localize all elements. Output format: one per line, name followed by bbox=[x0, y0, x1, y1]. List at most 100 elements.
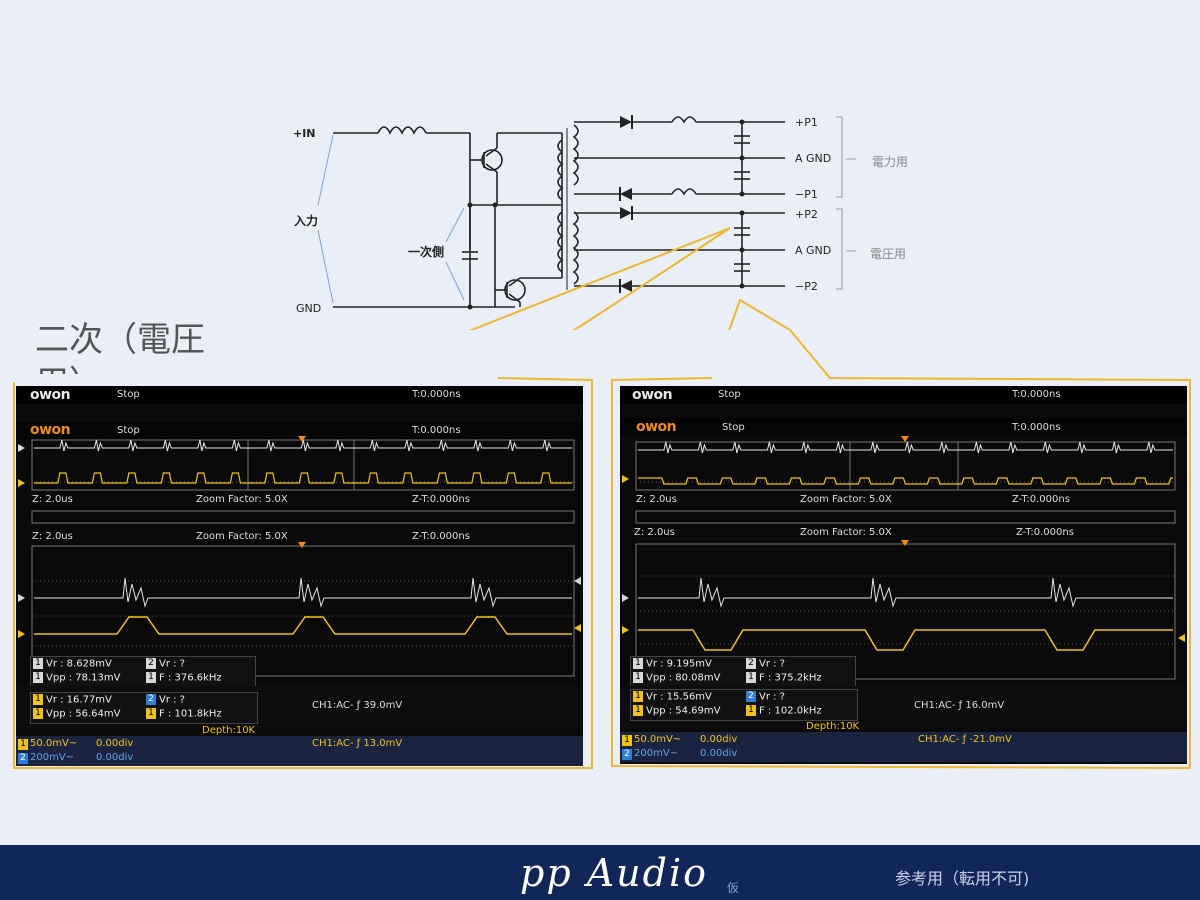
ch1-badge-icon: 1 bbox=[633, 658, 643, 669]
ch2-scale: 200mV~ bbox=[634, 748, 679, 759]
ch1-offset: 0.00div bbox=[96, 738, 134, 749]
ch1-scale: 50.0mV~ bbox=[30, 738, 78, 749]
scope-screenshot-left: owon Stop T:0.000ns owon Stop T:0.000ns bbox=[16, 386, 583, 766]
footer-small-text: 仮 bbox=[727, 881, 740, 895]
meas-vr1: Vr : 16.77mV bbox=[46, 694, 112, 706]
ch2-badge-icon: 2 bbox=[746, 691, 756, 702]
zoom-z-back: Z: 2.0us bbox=[32, 494, 73, 505]
ch1-scale: 50.0mV~ bbox=[634, 734, 682, 745]
ch2-badge-icon: 2 bbox=[146, 658, 156, 669]
scope-run-state-back: Stop bbox=[117, 389, 140, 400]
footer-note: 参考用（転用不可) bbox=[895, 869, 1030, 888]
trigger-status: CH1:AC- ƒ 13.0mV bbox=[312, 738, 403, 749]
channel-status-bar bbox=[16, 736, 583, 766]
ch1-badge-icon: 1 bbox=[746, 705, 756, 716]
zoom-zt-back: Z-T:0.000ns bbox=[412, 494, 470, 505]
ch2-badge-icon: 2 bbox=[146, 694, 156, 705]
meas-freq: F : 102.0kHz bbox=[759, 705, 822, 717]
scope-top-bar bbox=[16, 422, 583, 440]
zoom-factor-back: Zoom Factor: 5.0X bbox=[800, 494, 892, 505]
ch1-offset: 0.00div bbox=[700, 734, 738, 745]
ch1-badge-icon: 1 bbox=[33, 694, 43, 705]
label-p1: +P1 bbox=[795, 116, 818, 129]
ch2-badge-icon: 2 bbox=[18, 753, 28, 764]
ch1-badge-icon: 1 bbox=[33, 672, 43, 683]
label-p2: +P2 bbox=[795, 208, 818, 221]
meas-vr1-back: Vr : 9.195mV bbox=[646, 658, 712, 670]
callout-frames bbox=[13, 329, 1191, 770]
meas-vpp-back: Vpp : 78.13mV bbox=[46, 672, 121, 684]
scope-run-state-back: Stop bbox=[718, 389, 741, 400]
zoom-factor: Zoom Factor: 5.0X bbox=[800, 527, 892, 538]
scope-brand: owon bbox=[30, 422, 71, 438]
zoom-zt-back: Z-T:0.000ns bbox=[1012, 494, 1070, 505]
ch2-offset: 0.00div bbox=[96, 752, 134, 763]
zoom-zt: Z-T:0.000ns bbox=[1016, 527, 1074, 538]
scope-run-state: Stop bbox=[117, 425, 140, 436]
footer-brand-logo: pp Audio bbox=[520, 851, 709, 895]
scope-brand: owon bbox=[636, 419, 677, 435]
ch1-badge-icon: 1 bbox=[18, 739, 28, 750]
scope-top-bar-back bbox=[16, 386, 583, 404]
ch1-badge-icon: 1 bbox=[146, 708, 156, 719]
trigger-back: CH1:AC- ƒ 16.0mV bbox=[914, 700, 1005, 711]
footer-bar: pp Audio 仮 参考用（転用不可) bbox=[0, 845, 1200, 900]
label-group-power: 電力用 bbox=[872, 155, 909, 169]
label-gnd: GND bbox=[296, 302, 322, 315]
meas-vr2-back: Vr : ? bbox=[159, 658, 185, 670]
ch1-badge-icon: 1 bbox=[633, 691, 643, 702]
ch1-badge-icon: 1 bbox=[33, 658, 43, 669]
scope-traces bbox=[18, 436, 581, 677]
label-input: 入力 bbox=[294, 214, 319, 228]
ch2-badge-icon: 2 bbox=[622, 749, 632, 760]
meas-vr2: Vr : ? bbox=[159, 694, 185, 706]
scope-trig-time: T:0.000ns bbox=[412, 425, 461, 436]
meas-freq-back: F : 376.6kHz bbox=[159, 672, 222, 684]
ch1-badge-icon: 1 bbox=[622, 735, 632, 746]
scope-top-bar bbox=[620, 418, 1187, 436]
meas-vr2: Vr : ? bbox=[759, 691, 785, 703]
ch1-badge-icon: 1 bbox=[633, 672, 643, 683]
zoom-factor: Zoom Factor: 5.0X bbox=[196, 531, 288, 542]
ch2-offset: 0.00div bbox=[700, 748, 738, 759]
channel-status-bar bbox=[620, 732, 1187, 762]
ch1-badge-icon: 1 bbox=[633, 705, 643, 716]
ch1-badge-icon: 1 bbox=[146, 672, 156, 683]
section-title: 二次（電圧用） bbox=[35, 320, 205, 374]
scope-top-bar-back bbox=[620, 386, 1187, 404]
scope-run-state: Stop bbox=[722, 422, 745, 433]
ch1-badge-icon: 1 bbox=[33, 708, 43, 719]
meas-vpp-back: Vpp : 80.08mV bbox=[646, 672, 721, 684]
label-primary: 一次側 bbox=[408, 245, 445, 259]
scope-trig-time-back: T:0.000ns bbox=[1012, 389, 1061, 400]
label-m1: −P1 bbox=[795, 188, 818, 201]
zoom-z-back: Z: 2.0us bbox=[636, 494, 677, 505]
label-agnd1: A GND bbox=[795, 152, 832, 165]
scope-screenshot-right: owon Stop T:0.000ns owon Stop T:0.000ns bbox=[620, 386, 1187, 764]
zoom-z: Z: 2.0us bbox=[32, 531, 73, 542]
depth-label: Depth:10K bbox=[202, 725, 256, 736]
scope-trig-time-back: T:0.000ns bbox=[412, 389, 461, 400]
ch2-badge-icon: 2 bbox=[746, 658, 756, 669]
zoom-factor-back: Zoom Factor: 5.0X bbox=[196, 494, 288, 505]
ch1-badge-icon: 1 bbox=[746, 672, 756, 683]
trigger-back: CH1:AC- ƒ 39.0mV bbox=[312, 700, 403, 711]
meas-vr1: Vr : 15.56mV bbox=[646, 691, 712, 703]
zoom-zt: Z-T:0.000ns bbox=[412, 531, 470, 542]
meas-vr2-back: Vr : ? bbox=[759, 658, 785, 670]
trigger-status: CH1:AC- ƒ -21.0mV bbox=[918, 734, 1012, 745]
scope-brand-back: owon bbox=[30, 387, 71, 403]
meas-vr1-back: Vr : 8.628mV bbox=[46, 658, 112, 670]
meas-freq-back: F : 375.2kHz bbox=[759, 672, 822, 684]
depth-label: Depth:10K bbox=[806, 721, 860, 732]
scope-brand-back: owon bbox=[632, 387, 673, 403]
meas-vpp: Vpp : 54.69mV bbox=[646, 705, 721, 717]
meas-vpp: Vpp : 56.64mV bbox=[46, 708, 121, 720]
circuit-diagram bbox=[317, 115, 856, 330]
scope-traces bbox=[622, 436, 1185, 680]
meas-freq: F : 101.8kHz bbox=[159, 708, 222, 720]
label-agnd2: A GND bbox=[795, 244, 832, 257]
